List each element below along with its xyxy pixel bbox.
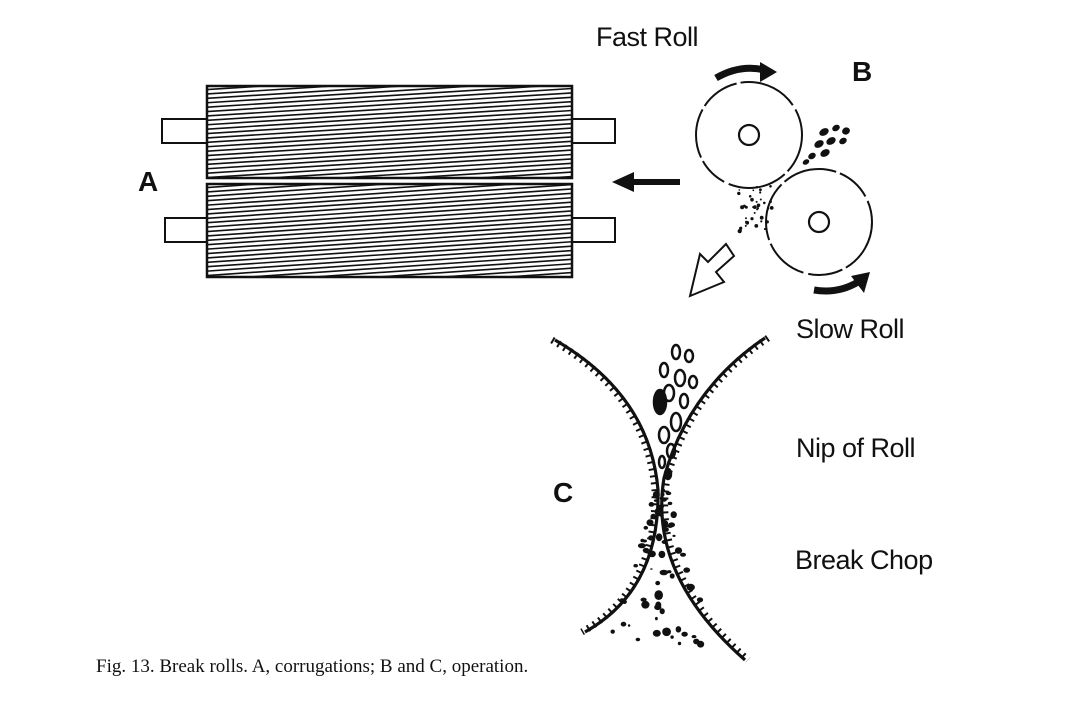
top-roll-right-shaft (570, 118, 616, 144)
bottom-roll-right-shaft (570, 217, 616, 243)
fast-roll-rotation-arrow-icon (714, 62, 777, 82)
left-arrow-icon (612, 172, 680, 192)
label-c: C (553, 477, 573, 508)
break-chop-particles (610, 488, 705, 648)
label-break-chop: Break Chop (795, 545, 933, 575)
corrugated-roll-pair (161, 84, 616, 279)
grain-kernels (652, 343, 699, 481)
label-a: A (138, 166, 158, 197)
label-slow-roll: Slow Roll (796, 314, 904, 344)
bottom-roll (205, 182, 574, 279)
label-b: B (852, 56, 872, 87)
fast-roll (695, 81, 803, 189)
top-roll-left-shaft (161, 118, 209, 144)
down-arrow-icon (688, 242, 736, 298)
break-chop-particles-out (737, 185, 774, 234)
figure-caption: Fig. 13. Break rolls. A, corrugations; B… (96, 656, 529, 677)
slow-roll-rotation-arrow-icon (813, 272, 870, 295)
nip-detail-diagram (550, 335, 770, 663)
slow-roll-hub (807, 210, 831, 234)
label-nip-of-roll: Nip of Roll (796, 433, 915, 463)
fast-roll-hub (737, 123, 761, 147)
bottom-roll-left-shaft (164, 217, 209, 243)
top-roll (205, 84, 574, 180)
right-roll-surface (660, 336, 766, 662)
roll-operation-diagram (688, 62, 873, 298)
label-fast-roll: Fast Roll (596, 22, 698, 52)
grain-particles-in (802, 124, 850, 165)
